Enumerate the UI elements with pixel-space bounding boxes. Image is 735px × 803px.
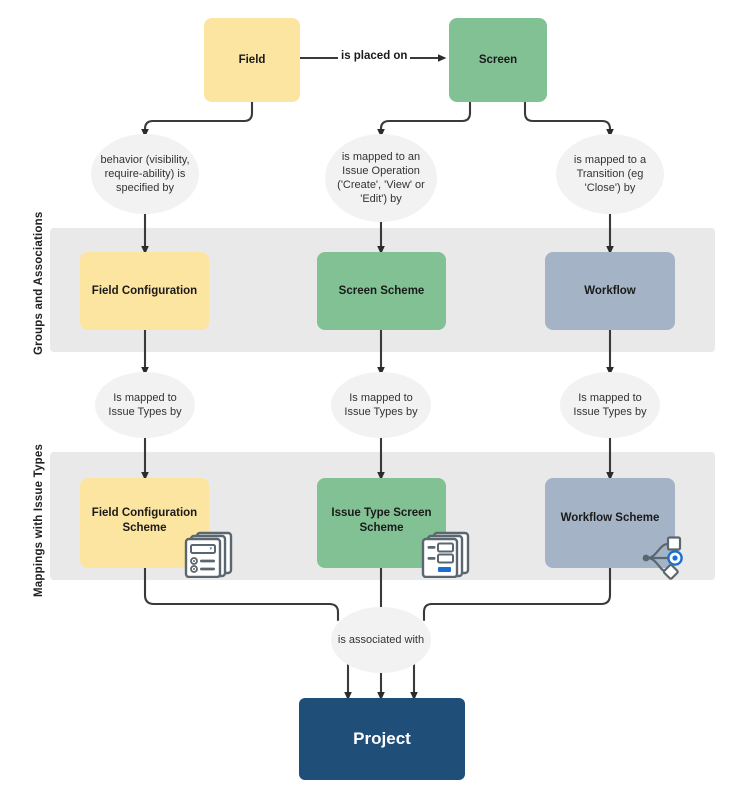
- band-label-mappings-with-issue-types: Mappings with Issue Types: [33, 443, 45, 597]
- node-project[interactable]: Project: [299, 698, 465, 780]
- node-screen-scheme[interactable]: Screen Scheme: [317, 252, 446, 330]
- workflow-branch-icon: [637, 535, 695, 586]
- node-screen[interactable]: Screen: [449, 18, 547, 102]
- wire-screen-to-issue-operation: [377, 100, 472, 138]
- wire-field-to-behavior: [141, 100, 254, 138]
- relation-issue-operation: is mapped to an Issue Operation ('Create…: [325, 134, 437, 222]
- relation-associated-with: is associated with: [331, 607, 431, 673]
- relation-issue-types-left: Is mapped to Issue Types by: [95, 372, 195, 438]
- relation-behavior-specified-by: behavior (visibility, require-ability) i…: [91, 134, 199, 214]
- relation-transition: is mapped to a Transition (eg 'Close') b…: [556, 134, 664, 214]
- screen-layout-icon: [420, 530, 474, 583]
- node-workflow[interactable]: Workflow: [545, 252, 675, 330]
- node-field[interactable]: Field: [204, 18, 300, 102]
- relation-issue-types-right: Is mapped to Issue Types by: [560, 372, 660, 438]
- node-issue-type-screen-scheme[interactable]: Issue Type Screen Scheme: [317, 478, 446, 568]
- node-workflow-scheme[interactable]: Workflow Scheme: [545, 478, 675, 568]
- edge-label-is-placed-on: is placed on: [338, 50, 411, 62]
- relation-issue-types-middle: Is mapped to Issue Types by: [331, 372, 431, 438]
- node-field-configuration-scheme[interactable]: Field Configuration Scheme: [80, 478, 209, 568]
- node-field-configuration[interactable]: Field Configuration: [80, 252, 209, 330]
- band-label-groups-and-associations: Groups and Associations: [33, 211, 45, 355]
- form-list-icon: [183, 530, 237, 583]
- wire-screen-to-transition: [523, 100, 614, 138]
